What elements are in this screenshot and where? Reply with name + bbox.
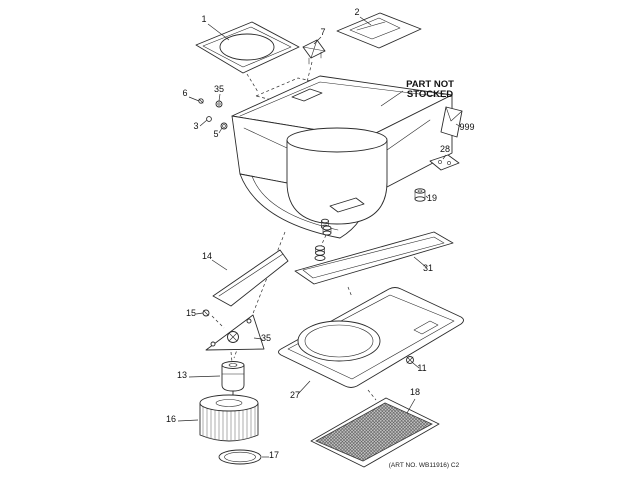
grommet-5	[220, 122, 228, 130]
part-11-screw	[406, 356, 414, 364]
callout-1: 1	[201, 14, 206, 24]
part-not-stocked-line1: PART NOT	[406, 79, 454, 90]
mid-grommets	[315, 225, 332, 256]
callout-7: 7	[320, 27, 325, 37]
motor-mount-bracket	[205, 314, 265, 351]
callout-13: 13	[177, 370, 187, 380]
part-27-bottom-pan	[278, 287, 464, 388]
nut-35	[215, 100, 223, 108]
blower-fins	[202, 406, 256, 441]
art-number: (ART NO. WB11916) C2	[389, 462, 460, 469]
annotations: PART NOT STOCKED (ART NO. WB11916) C2	[389, 79, 460, 469]
part-999-literature	[440, 106, 463, 138]
part-14-side-panel	[212, 249, 289, 307]
part-1-top-plate	[195, 21, 300, 74]
callout-17: 17	[269, 450, 279, 460]
callout-3: 3	[193, 121, 198, 131]
part-18-filter	[310, 397, 440, 468]
callout-35-top: 35	[214, 84, 224, 94]
callout-28: 28	[440, 144, 450, 154]
part-15-screw	[202, 309, 225, 329]
part-not-stocked-line2: STOCKED	[407, 89, 453, 100]
callout-5: 5	[213, 129, 218, 139]
callout-19: 19	[427, 193, 437, 203]
callout-14: 14	[202, 251, 212, 261]
part-16-blower-wheel	[199, 394, 259, 442]
part-7-junction-cover	[302, 39, 326, 65]
washer-3	[206, 116, 212, 122]
hood-body	[231, 75, 453, 239]
callout-18: 18	[410, 387, 420, 397]
callout-35-mid: 35	[261, 333, 271, 343]
part-17-ring	[218, 449, 262, 465]
callout-999: 999	[459, 122, 474, 132]
callout-2: 2	[354, 7, 359, 17]
callout-labels: 1 2 7 6 35 3 5 999 28 19 14 15 35 13 16 …	[166, 7, 475, 460]
part-28-bracket	[429, 154, 460, 171]
part-2-damper	[336, 12, 422, 49]
callout-6: 6	[182, 88, 187, 98]
callout-11: 11	[417, 363, 426, 373]
part-31-deflector	[294, 231, 454, 285]
callout-31: 31	[423, 263, 433, 273]
part-19-grommet	[414, 188, 426, 202]
fasteners-top-left	[198, 98, 228, 130]
callout-leader-lines	[177, 16, 462, 458]
part-13-motor	[221, 361, 245, 398]
callout-27: 27	[290, 390, 300, 400]
callout-16: 16	[166, 414, 176, 424]
callout-15: 15	[186, 308, 196, 318]
